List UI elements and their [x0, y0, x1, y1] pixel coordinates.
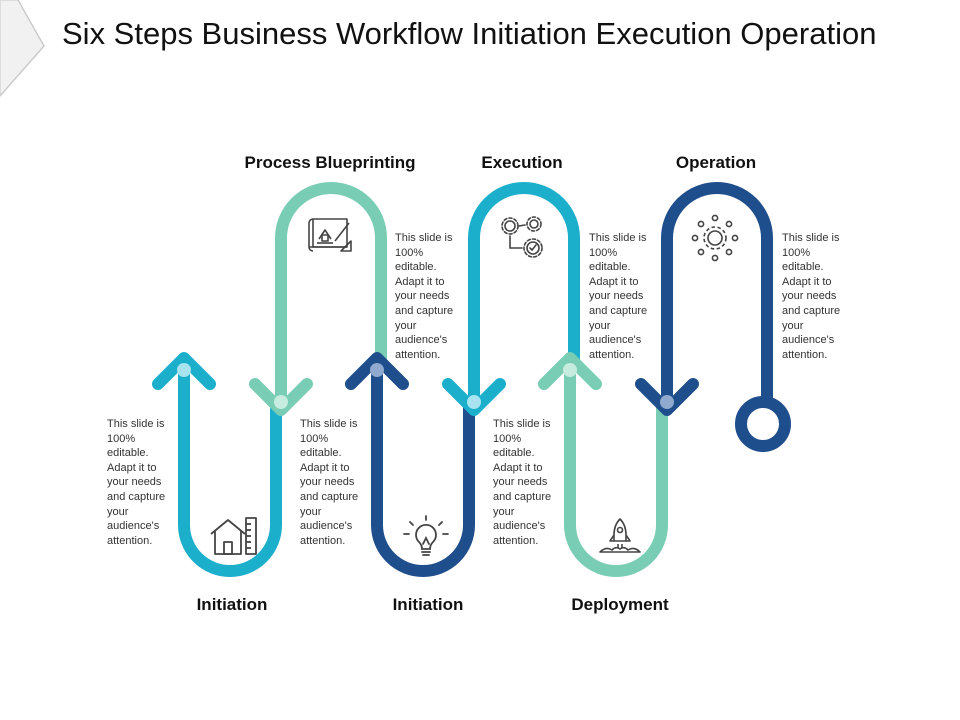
step-description-execution: This slide is 100% editable. Adapt it to… [589, 232, 648, 361]
step-label-initiation-2: Initiation [392, 595, 464, 614]
step-description-process-blueprinting: This slide is 100% editable. Adapt it to… [395, 232, 454, 361]
node-dot [563, 363, 577, 377]
slide-title: Six Steps Business Workflow Initiation E… [62, 16, 877, 51]
track-execution [468, 182, 580, 402]
step-description-initiation-1: This slide is 100% editable. Adapt it to… [107, 418, 166, 547]
node-dot [660, 395, 674, 409]
step-description-operation: This slide is 100% editable. Adapt it to… [782, 232, 841, 361]
node-dot [274, 395, 288, 409]
step-description-deployment: This slide is 100% editable. Adapt it to… [493, 418, 552, 547]
house-ruler-icon [210, 517, 257, 555]
track-deployment [564, 370, 668, 577]
track-initiation-1 [178, 370, 282, 577]
step-label-execution: Execution [481, 153, 563, 172]
up-arrow-1 [152, 352, 216, 390]
down-arrow-2 [442, 378, 506, 416]
track-operation [661, 182, 773, 402]
gears-icon [501, 216, 543, 258]
down-arrow-1 [249, 378, 313, 416]
step-label-process-blueprinting: Process Blueprinting [244, 153, 416, 172]
step-label-operation: Operation [675, 153, 757, 172]
node-dot [370, 363, 384, 377]
up-arrow-2 [345, 352, 409, 390]
down-arrow-3 [635, 378, 699, 416]
node-dot [467, 395, 481, 409]
node-dot [177, 363, 191, 377]
track-initiation-2 [371, 370, 475, 577]
lightbulb-icon [403, 515, 449, 556]
blueprint-icon [308, 218, 352, 252]
step-label-deployment: Deployment [571, 595, 669, 614]
step-label-initiation-1: Initiation [196, 595, 268, 614]
corner-decoration [0, 0, 45, 98]
up-arrow-3 [538, 352, 602, 390]
gear-cycle-icon [691, 214, 739, 262]
step-description-initiation-2: This slide is 100% editable. Adapt it to… [300, 418, 359, 547]
track-blueprinting [275, 182, 387, 402]
rocket-icon [599, 518, 641, 553]
end-ring [735, 396, 791, 452]
